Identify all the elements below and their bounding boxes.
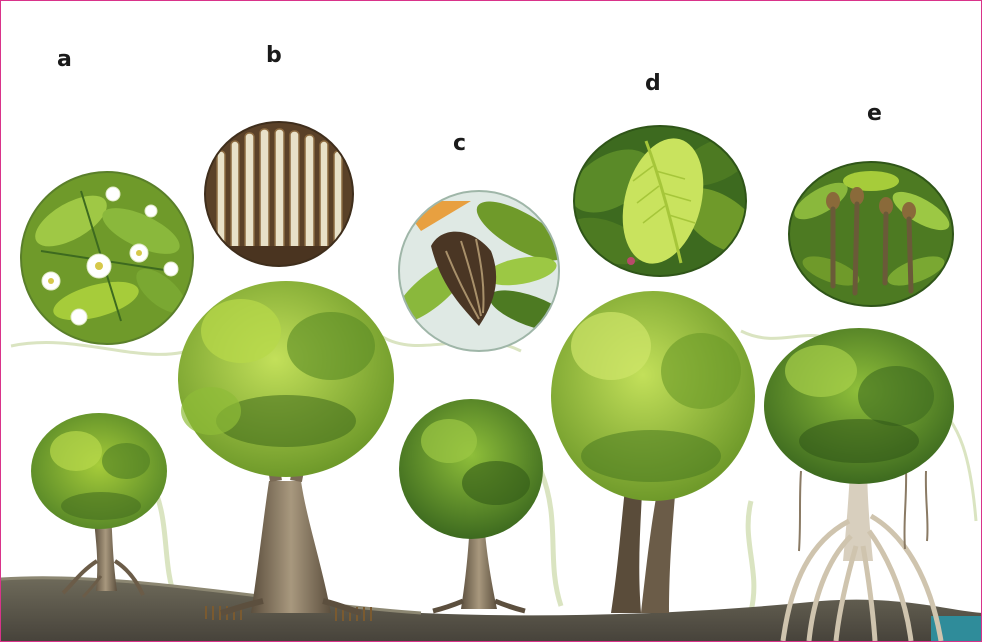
label-b: b bbox=[266, 43, 282, 68]
inset-a-leaves-flowers bbox=[21, 172, 193, 344]
tree-d bbox=[551, 291, 755, 613]
inset-d-glossy-leaves bbox=[560, 126, 773, 276]
label-c: c bbox=[453, 131, 466, 156]
label-d: d bbox=[645, 71, 661, 96]
inset-b-pneumatophores bbox=[201, 121, 361, 276]
tree-b bbox=[178, 281, 394, 613]
inset-e-propagules bbox=[789, 162, 955, 306]
label-a: a bbox=[57, 47, 72, 72]
tree-a bbox=[31, 413, 167, 597]
tree-e bbox=[764, 328, 954, 641]
label-e: e bbox=[867, 101, 882, 126]
inset-c-seed-pod bbox=[385, 190, 577, 351]
tree-c bbox=[399, 399, 543, 611]
